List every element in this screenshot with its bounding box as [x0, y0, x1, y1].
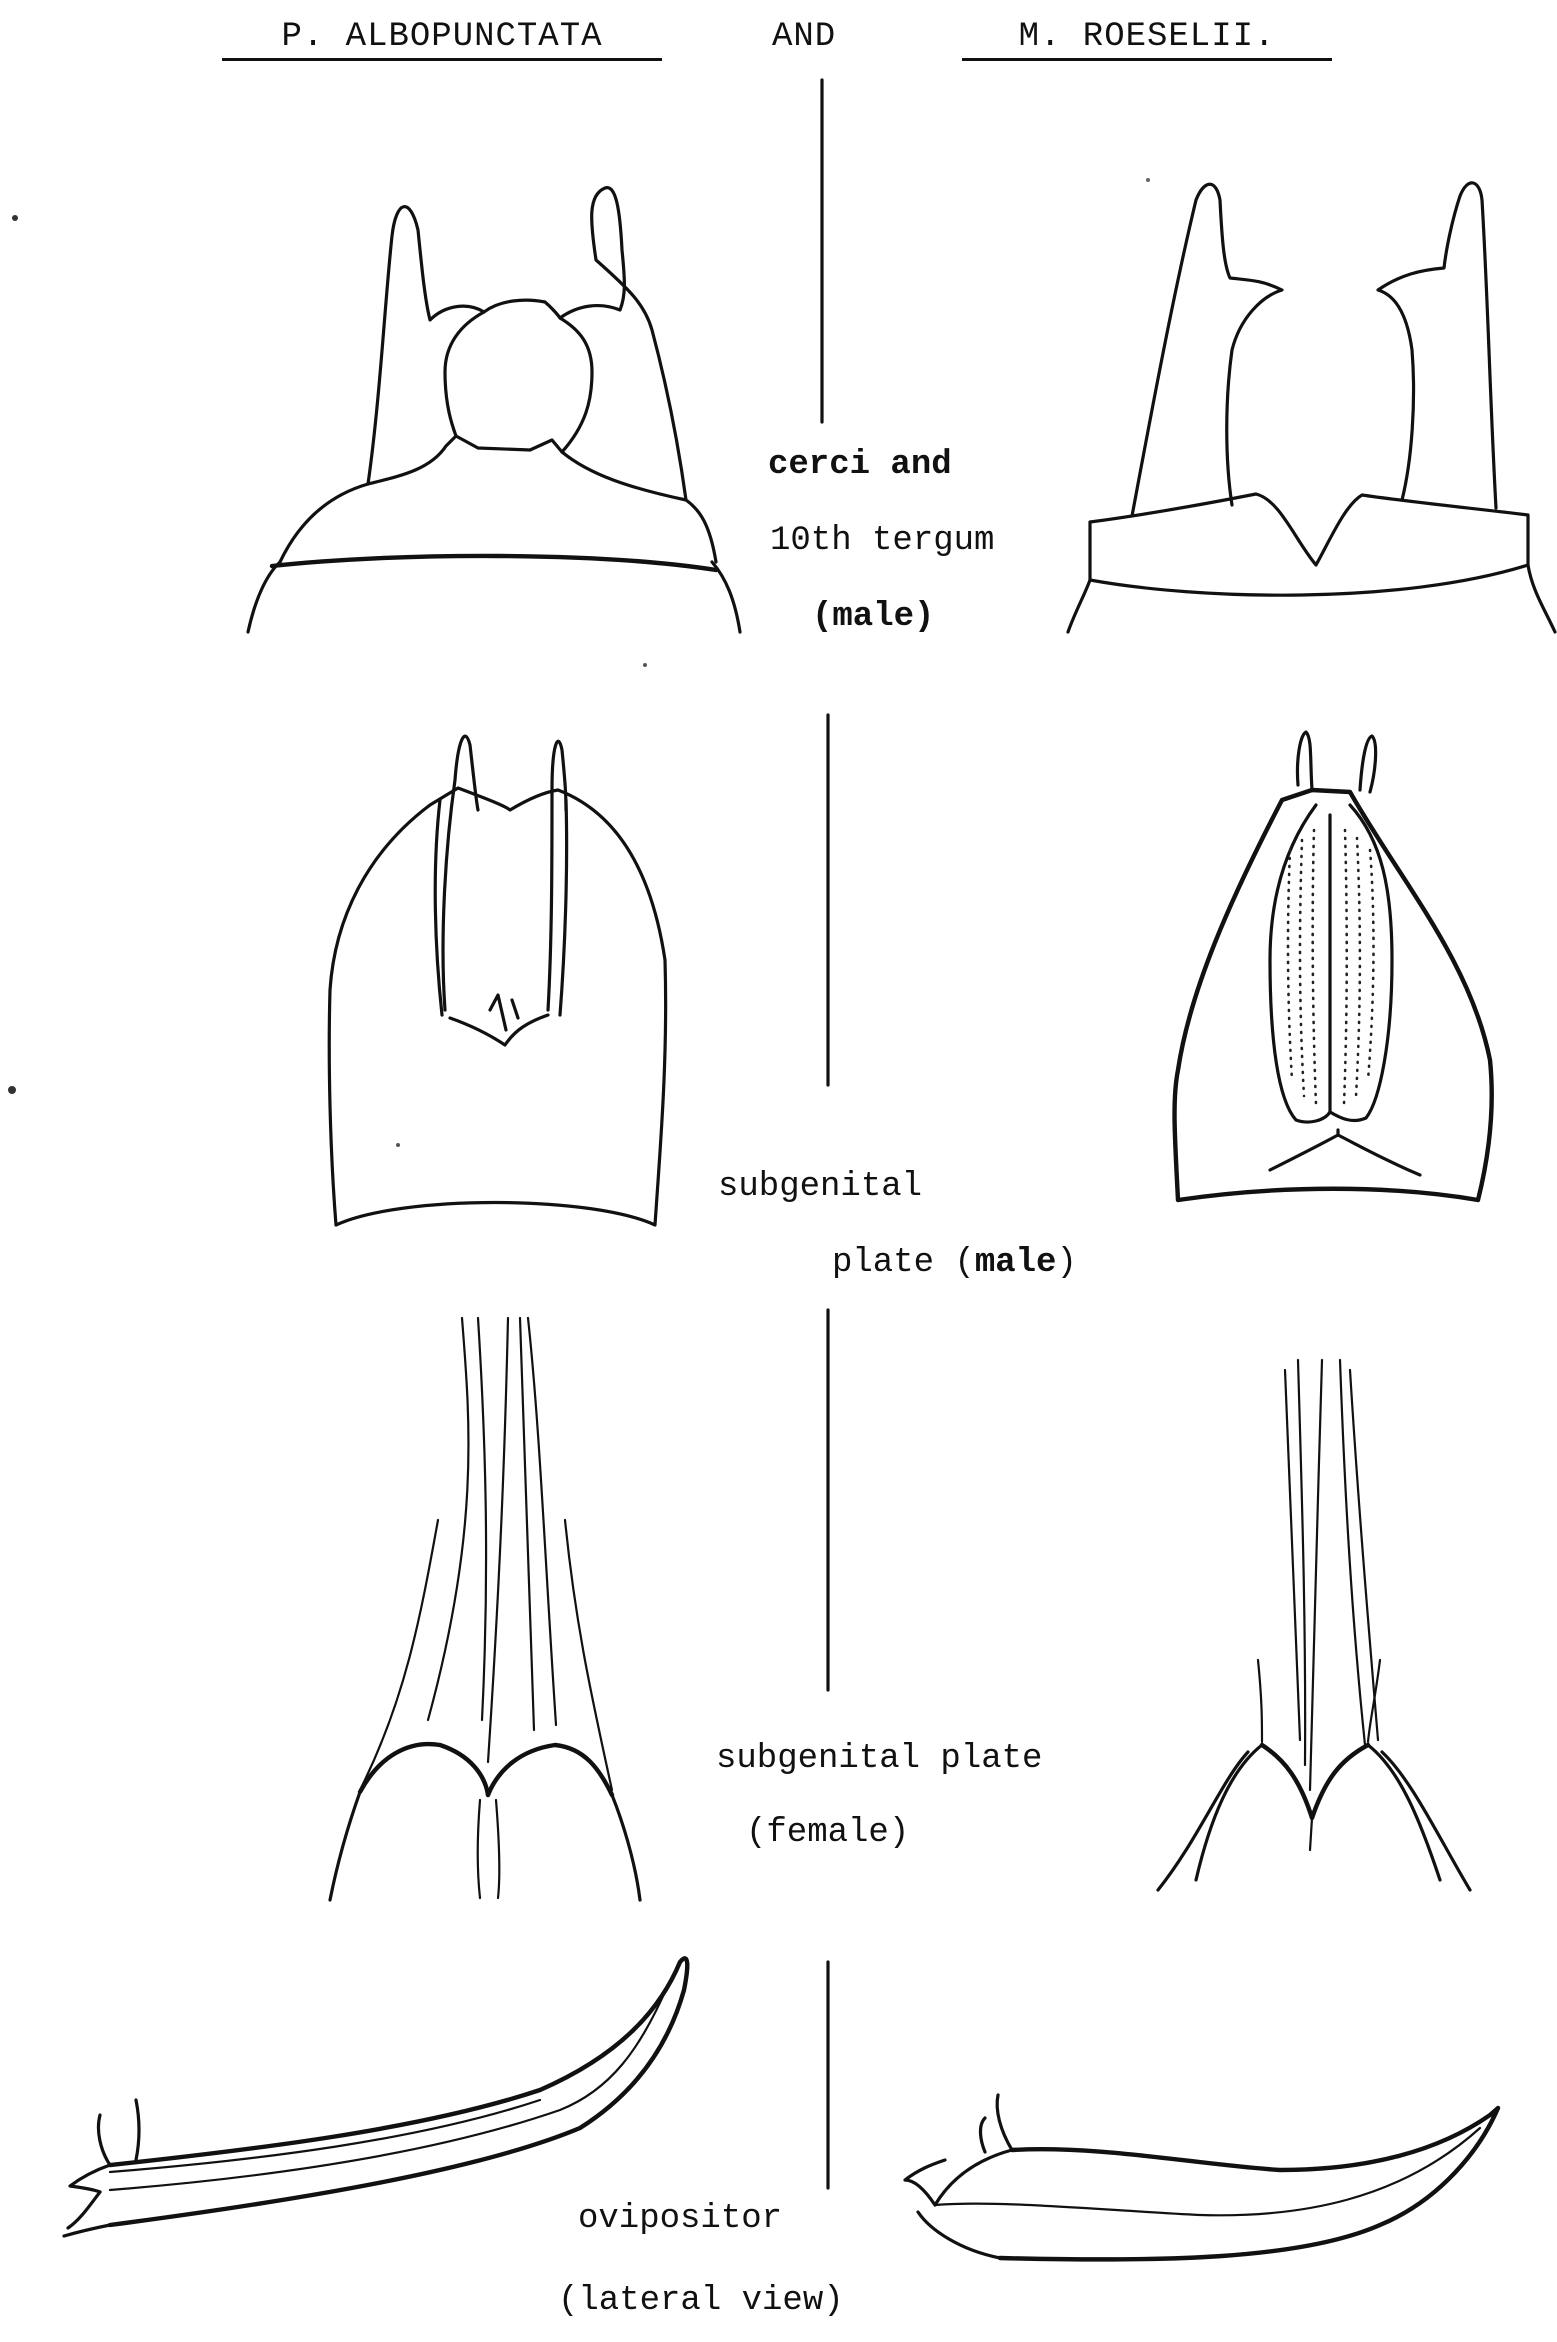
left-cerci-drawing [248, 188, 740, 632]
right-cerci-drawing [1068, 183, 1555, 632]
right-ovipositor-drawing [905, 2095, 1498, 2259]
right-subgenital-male-drawing [1175, 732, 1492, 1200]
left-subgenital-male-drawing [329, 736, 665, 1225]
paper-specks [8, 178, 1150, 1147]
left-subgenital-female-drawing [330, 1318, 640, 1900]
left-ovipositor-drawing [64, 1958, 687, 2236]
right-subgenital-female-drawing [1158, 1360, 1470, 1890]
